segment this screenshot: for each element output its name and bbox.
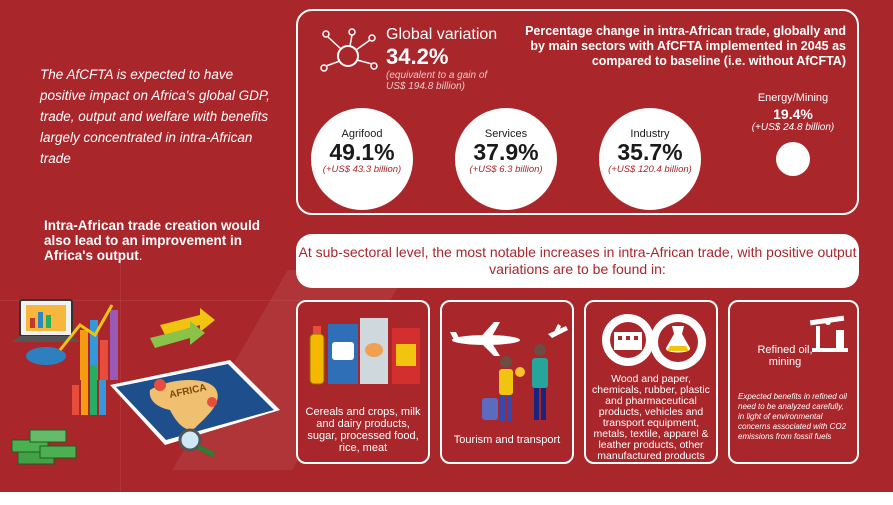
subsector-card-agrifood: Cereals and crops, milk and dairy produc… [296, 300, 430, 464]
output-note: Intra-African trade creation would also … [44, 218, 284, 263]
global-variation-label: Global variation [386, 26, 498, 43]
output-note-text: Intra-African trade creation would also … [44, 218, 261, 263]
sector-sub: (+US$ 43.3 billion) [322, 164, 402, 175]
network-icon [320, 28, 378, 72]
travelers-icon [450, 322, 568, 421]
global-variation-value: 34.2% [386, 44, 449, 69]
subsector-text: Tourism and transport [453, 434, 561, 446]
magnifier-icon [178, 428, 216, 458]
africa-map-icon: AFRICA [110, 360, 280, 445]
energy-label: Energy/Mining [757, 92, 829, 104]
sector-summary-box [296, 9, 859, 215]
sector-sub: (+US$ 6.3 billion) [469, 164, 543, 175]
trade-illustration: AFRICA [11, 299, 280, 465]
subsector-card-services: Tourism and transport [440, 300, 574, 464]
sector-circle-services: Services 37.9% (+US$ 6.3 billion) [455, 108, 557, 210]
gear-icon [650, 314, 706, 370]
subsector-text: Refined oil, mining [757, 344, 813, 368]
chart-heading: Percentage change in intra-African trade… [525, 24, 846, 68]
subsector-card-energy: Refined oil, mining [728, 300, 859, 464]
factory-gear-icon [602, 314, 706, 370]
refined-oil-note: Expected benefits in refined oil need to… [738, 392, 847, 441]
sector-label: Industry [630, 128, 670, 140]
sector-label: Agrifood [341, 128, 383, 140]
money-stack-icon [11, 429, 77, 465]
energy-circle [776, 142, 810, 176]
subsector-card-industry: Wood and paper, chemicals, rubber, plast… [584, 300, 718, 464]
laptop-icon [12, 299, 80, 365]
infographic-canvas: The AfCFTA is expected to have positive … [0, 0, 893, 492]
background-line [120, 260, 121, 492]
subsector-text: Wood and paper, chemicals, rubber, plast… [592, 373, 710, 462]
oil-pump-icon [809, 315, 848, 352]
bar-chart-icon [58, 304, 118, 380]
global-variation-sub: (equivalent to a gain of US$ 194.8 billi… [386, 70, 488, 92]
sector-circle-industry: Industry 35.7% (+US$ 120.4 billion) [599, 108, 701, 210]
sector-circle-agrifood: Agrifood 49.1% (+US$ 43.3 billion) [311, 108, 413, 210]
sector-label: Services [484, 128, 528, 140]
sector-value: 37.9% [473, 139, 539, 165]
sector-value: 49.1% [329, 139, 395, 165]
arrows-icon [150, 308, 215, 348]
subsector-text: Cereals and crops, milk and dairy produc… [305, 406, 421, 454]
intro-text: The AfCFTA is expected to have positive … [40, 67, 270, 166]
groceries-icon [309, 318, 420, 385]
output-note-period: . [138, 248, 143, 263]
factory-icon [602, 314, 654, 366]
small-airplane-icon [548, 324, 568, 338]
growth-chart-icon [72, 365, 106, 415]
sector-value: 35.7% [617, 139, 683, 165]
subsector-banner: At sub-sectoral level, the most notable … [296, 234, 859, 288]
airplane-icon [450, 322, 520, 356]
energy-value: 19.4% [773, 106, 813, 122]
background-line [0, 300, 300, 301]
energy-sub: (+US$ 24.8 billion) [751, 122, 835, 133]
sector-sub: (+US$ 120.4 billion) [608, 164, 692, 175]
